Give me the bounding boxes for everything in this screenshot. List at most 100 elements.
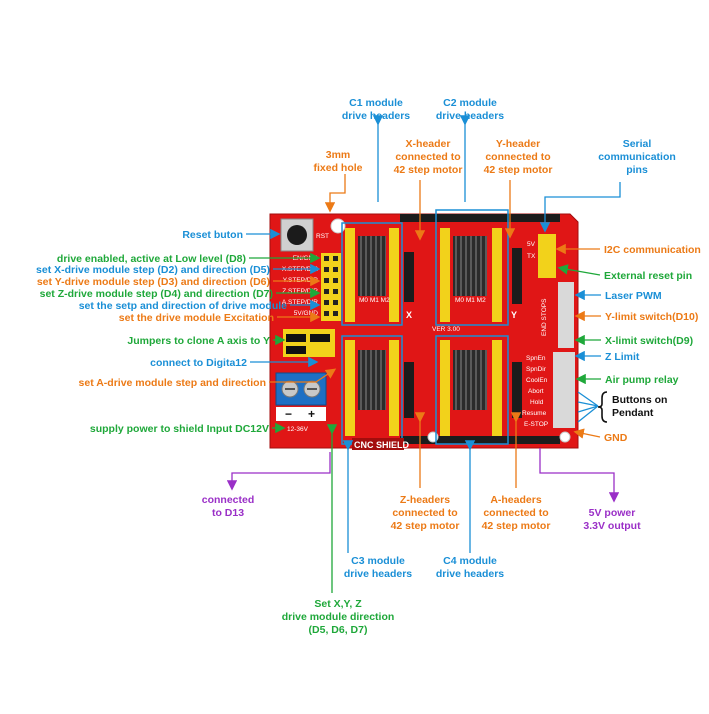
label-z-limit: Z Limit [605, 351, 640, 363]
label-c4-1: C4 module [443, 555, 497, 567]
label-d13-1: connected [202, 494, 255, 506]
header-pin [333, 267, 338, 272]
label-laser: Laser PWM [605, 290, 662, 302]
left-pin-header [321, 253, 341, 321]
label-reset: Reset buton [182, 229, 243, 241]
silk-spnen: SpnEn [526, 355, 546, 362]
header-pin [333, 300, 338, 305]
label-z-step: set Z-drive module step (D4) and directi… [40, 288, 273, 300]
left-pin-array [324, 256, 338, 316]
header-pin [324, 289, 329, 294]
header-pin [333, 311, 338, 316]
label-xh-2: connected to [395, 151, 460, 163]
label-dir-1: Set X,Y, Z [314, 598, 362, 610]
label-buttons-2: Pendant [612, 407, 654, 419]
label-dir-2: drive module direction [282, 611, 395, 623]
label-power-1: 5V power [589, 507, 636, 519]
label-serial-1: Serial [623, 138, 652, 150]
bottom-pin-row [400, 436, 560, 444]
title-plate [352, 438, 404, 450]
top-pin-row [400, 214, 560, 222]
label-yh-1: Y-header [496, 138, 540, 150]
board-title: CNC SHIELD [354, 440, 410, 450]
annotations: C1 module drive headers C2 module drive … [36, 97, 701, 636]
label-zh-3: 42 step motor [391, 520, 460, 532]
label-xh-3: 42 step motor [394, 164, 463, 176]
driver-slot-c1 [341, 222, 403, 326]
mount-hole-right [559, 431, 571, 443]
leader-lines [226, 115, 621, 593]
label-x-step: set X-drive module step (D2) and directi… [36, 264, 270, 276]
label-c3-1: C3 module [351, 555, 405, 567]
label-ah-2: connected to [483, 507, 548, 519]
silk-hold: Hold [530, 399, 544, 406]
serial-tx: TX [527, 253, 536, 260]
label-ah-1: A-headers [490, 494, 542, 506]
version-silk: VER 3.00 [432, 326, 460, 333]
header-pin [333, 256, 338, 261]
y-motor-header [512, 248, 522, 304]
label-serial-3: pins [626, 164, 648, 176]
y-silk: Y [511, 310, 517, 320]
driver-slot-c2 [435, 209, 509, 326]
silk-coolen: CoolEn [526, 377, 548, 384]
label-power-2: 3.3V output [583, 520, 641, 532]
label-yh-2: connected to [485, 151, 550, 163]
label-buttons-1: Buttons on [612, 394, 667, 406]
silk-a-step: A.STEP/DIR [282, 299, 318, 306]
header-pin [333, 278, 338, 283]
silk-resume: Resume [522, 410, 547, 417]
end-stops-silk: END STOPS [541, 298, 548, 336]
supply-silk: 12-36V [287, 426, 309, 433]
silk-spndir: SpnDir [526, 366, 547, 373]
label-hole-2: fixed hole [313, 162, 362, 174]
label-ah-3: 42 step motor [482, 520, 551, 532]
silk-5v-gnd: 5V/GND [294, 310, 319, 317]
z-motor-header [404, 362, 414, 418]
minus-sign: − [285, 407, 292, 421]
label-air-pump: Air pump relay [605, 374, 679, 386]
x-motor-header [404, 252, 414, 302]
mount-hole-top [330, 218, 346, 234]
label-c3-2: drive headers [344, 568, 412, 580]
label-jumpers: Jumpers to clone A axis to Y [127, 335, 270, 347]
silk-abort: Abort [528, 388, 544, 395]
power-terminal[interactable] [275, 372, 327, 406]
end-stop-header [558, 282, 574, 348]
x-silk: X [406, 310, 412, 320]
header-pin [324, 300, 329, 305]
label-enable: drive enabled, active at Low level (D8) [57, 253, 246, 265]
label-supply: supply power to shield Input DC12V [90, 423, 269, 435]
driver-slot-c3 [341, 335, 403, 445]
label-c2-2: drive headers [436, 110, 504, 122]
label-gnd: GND [604, 432, 628, 444]
plus-sign: + [308, 407, 315, 421]
header-pin [324, 311, 329, 316]
label-y-step: set Y-drive module step (D3) and directi… [37, 276, 270, 288]
label-y-limit: Y-limit switch(D10) [605, 311, 698, 323]
c2-driver-pins: M0 M1 M2 [455, 297, 486, 304]
label-hole-1: 3mm [326, 149, 351, 161]
label-zh-1: Z-headers [400, 494, 450, 506]
supply-polarity-plate [276, 407, 326, 421]
header-pin [324, 267, 329, 272]
serial-5v: 5V [527, 241, 536, 248]
label-yh-3: 42 step motor [484, 164, 553, 176]
c1-driver-pins: M0 M1 M2 [359, 297, 390, 304]
label-i2c: I2C communication [604, 244, 701, 256]
serial-header [538, 234, 556, 278]
reset-button[interactable] [280, 218, 314, 252]
jumper-block[interactable] [283, 329, 335, 357]
label-c2-1: C2 module [443, 97, 497, 109]
label-d13-2: to D13 [212, 507, 244, 519]
label-c1-2: drive headers [342, 110, 410, 122]
rst-silk: RST [316, 233, 329, 240]
header-pin [324, 256, 329, 261]
label-zh-2: connected to [392, 507, 457, 519]
label-xh-1: X-header [406, 138, 451, 150]
silk-estop: E-STOP [524, 421, 548, 428]
label-c4-2: drive headers [436, 568, 504, 580]
label-ext-reset: External reset pin [604, 270, 692, 282]
